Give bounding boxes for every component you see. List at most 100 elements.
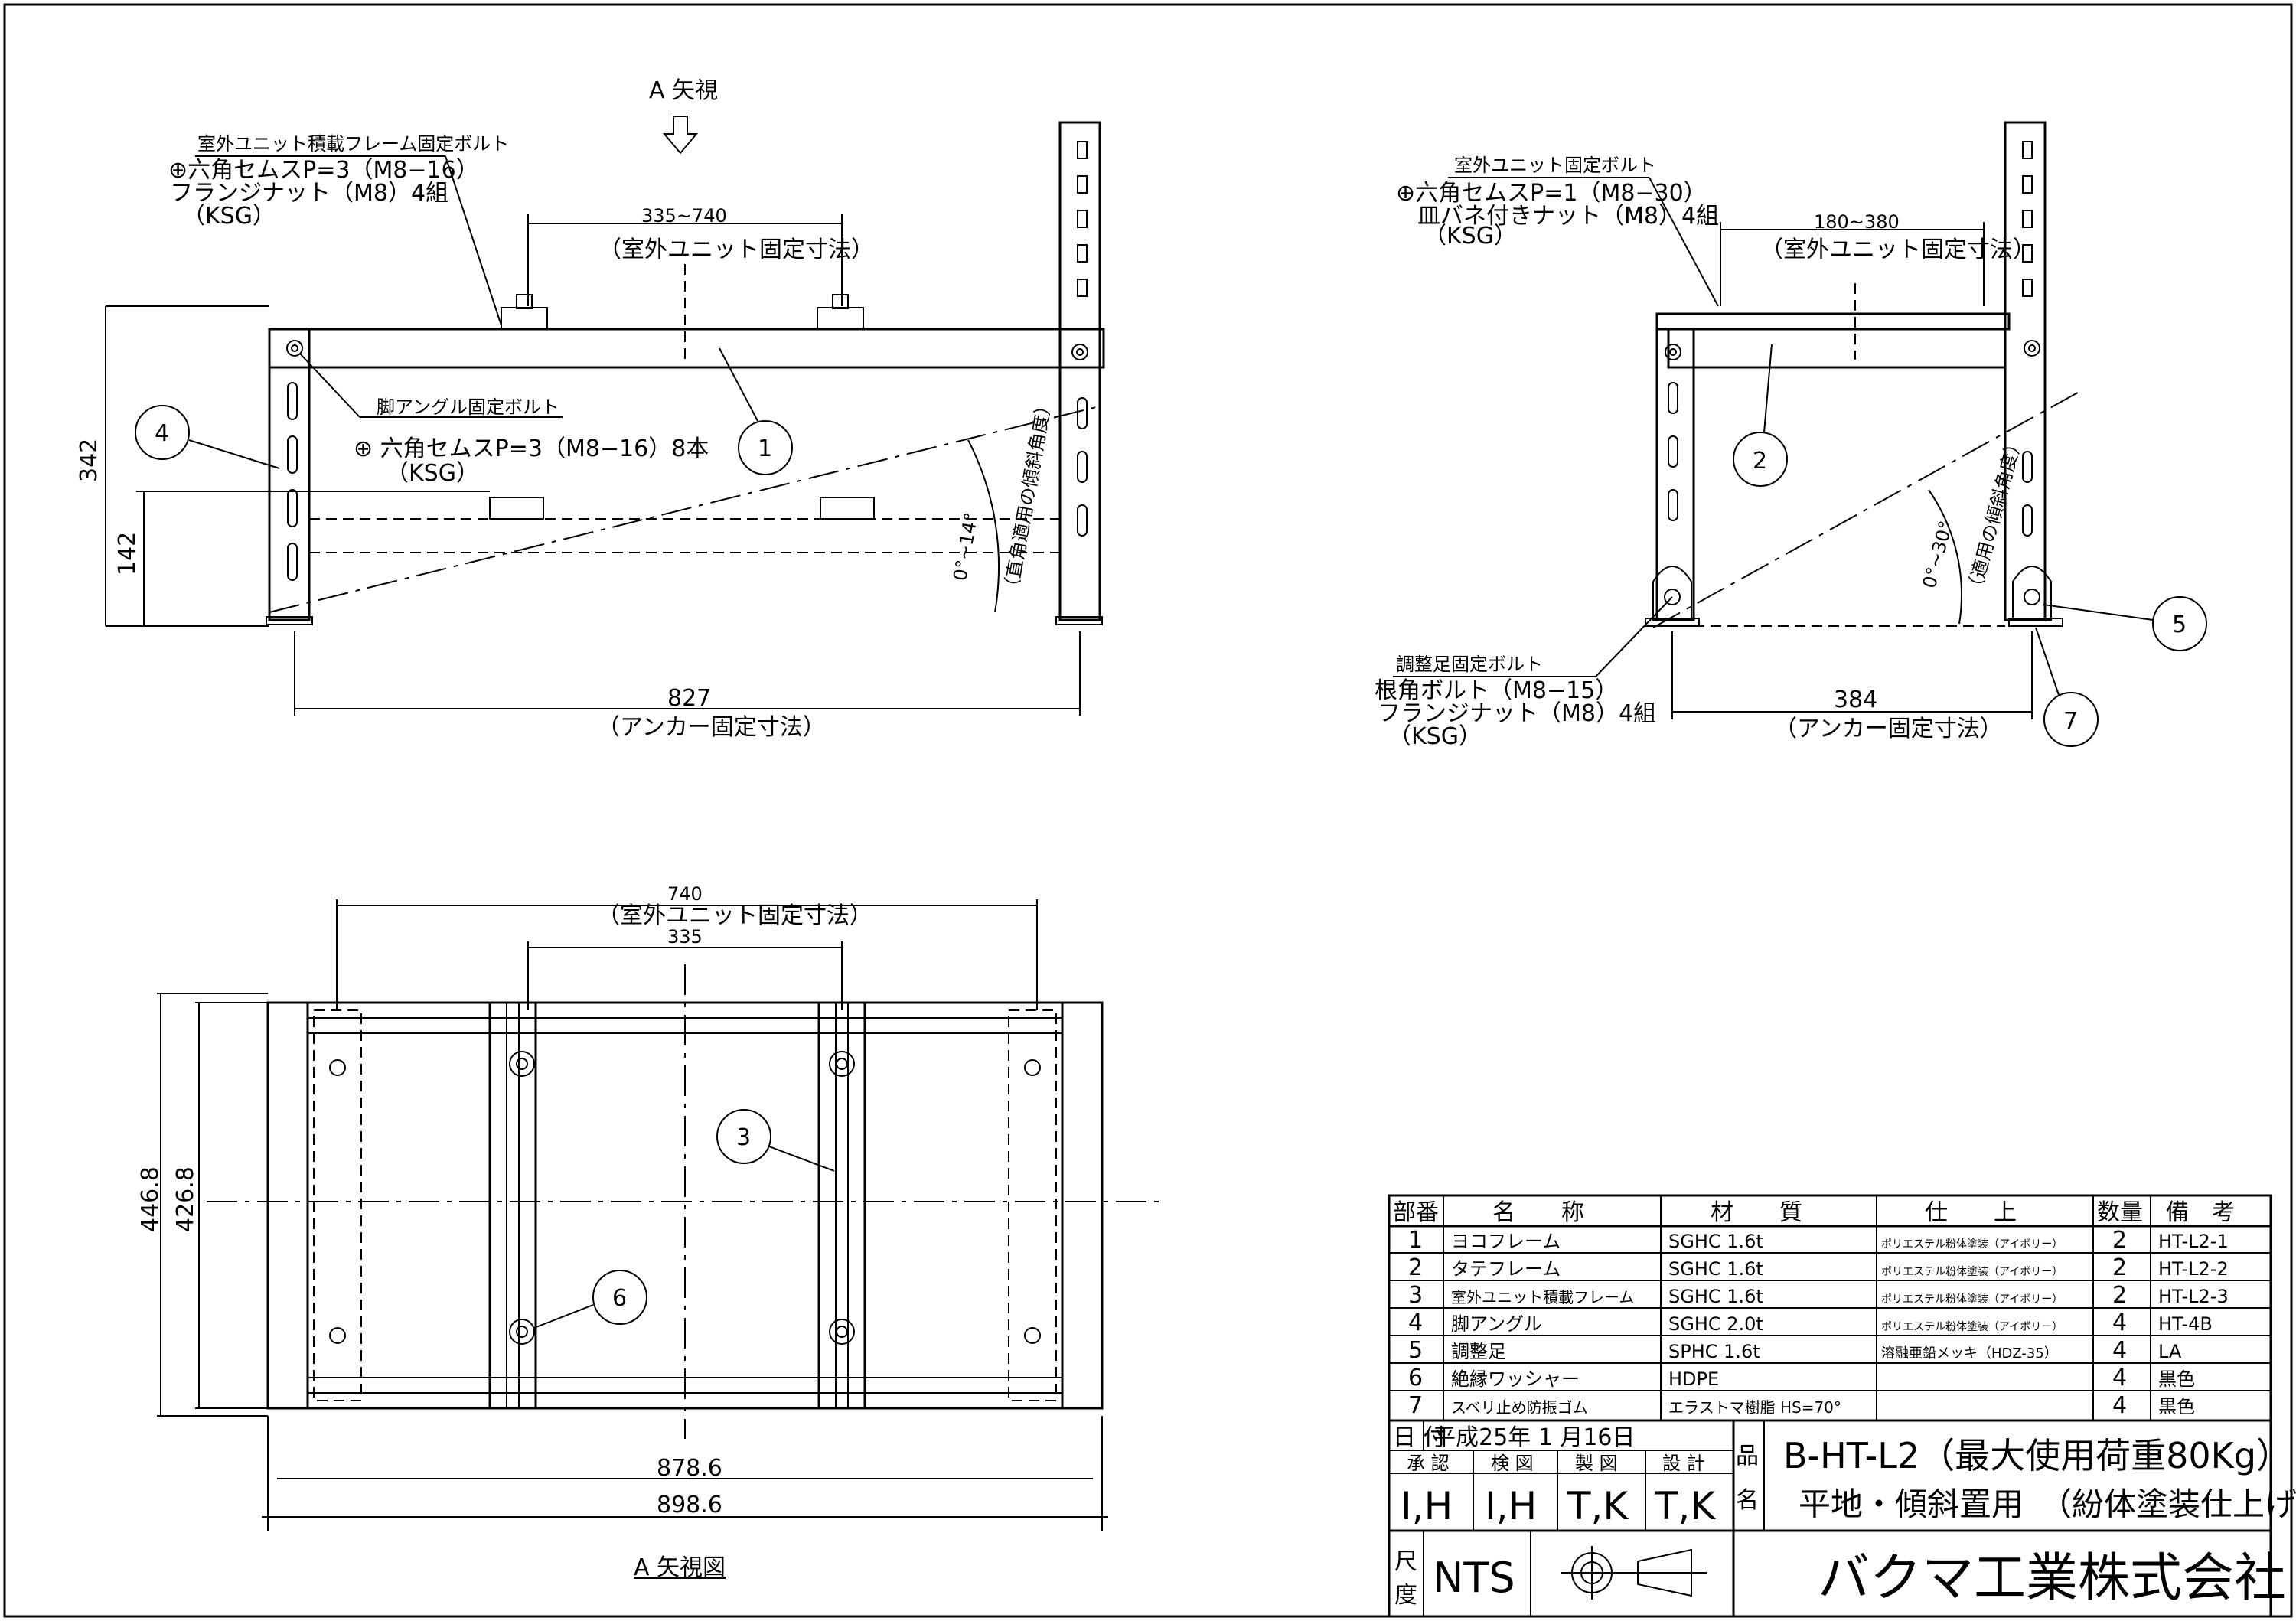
side-part-2: 2	[1753, 448, 1767, 475]
side-part-5: 5	[2172, 612, 2187, 638]
title-role-check: 検 図	[1491, 1453, 1534, 1474]
table-cell: 黒色	[2158, 1396, 2195, 1417]
side-bolt-title: 室外ユニット固定ボルト	[1454, 155, 1656, 176]
table-header-1: 名 称	[1492, 1199, 1584, 1226]
front-part-4: 4	[155, 420, 169, 447]
side-bolt-line1: ⊕六角セムスP=1（M8−30）	[1396, 180, 1707, 207]
front-bolt1-line1: ⊕六角セムスP=3（M8−16）	[168, 157, 479, 184]
top-dim-878: 878.6	[657, 1455, 722, 1482]
side-bolt-line3: （KSG）	[1424, 223, 1517, 250]
side-view: 室外ユニット固定ボルト ⊕六角セムスP=1（M8−30） 皿バネ付きナット（M8…	[1375, 121, 2207, 750]
table-cell: 絶縁ワッシャー	[1451, 1368, 1580, 1390]
front-bolt1-line2: フランジナット（M8）4組	[170, 180, 448, 207]
table-cell: LA	[2158, 1341, 2182, 1362]
front-bolt2-line2: （KSG）	[386, 460, 479, 487]
table-cell: 6	[1408, 1365, 1423, 1391]
side-dim-unit-label: （室外ユニット固定寸法）	[1760, 236, 2036, 263]
front-bolt1-line3: （KSG）	[182, 203, 276, 230]
top-view-caption: A 矢視図	[634, 1554, 726, 1581]
side-bolt-line2: 皿バネ付きナット（M8）4組	[1417, 203, 1719, 230]
table-cell: 4	[2112, 1310, 2127, 1336]
title-signer-draw: T,K	[1567, 1484, 1629, 1528]
front-part-1: 1	[758, 435, 772, 462]
table-row: 6 絶縁ワッシャー HDPE 4 黒色	[1408, 1365, 2195, 1391]
table-cell: 5	[1408, 1337, 1423, 1364]
title-date-label: 日 付	[1393, 1424, 1446, 1451]
front-dim-height: 342	[76, 439, 103, 482]
table-cell: ポリエステル粉体塗装（アイボリー）	[1881, 1238, 2063, 1251]
side-adj-line1: 根角ボルト（M8−15）	[1375, 677, 1618, 704]
side-part-7: 7	[2063, 708, 2078, 735]
parts-table: 部番 名 称 材 質 仕 上 数量 備 考 1 ヨコフレーム SGHC 1.6t…	[1388, 1194, 2272, 1422]
table-cell: 溶融亜鉛メッキ（HDZ-35）	[1881, 1345, 2058, 1362]
side-dim-unit: 180~380	[1814, 211, 1900, 233]
title-product-line2: 平地・傾斜置用 （紛体塗装仕上げ）	[1799, 1486, 2296, 1523]
table-cell: ポリエステル粉体塗装（アイボリー）	[1881, 1320, 2063, 1333]
title-signer-design: T,K	[1654, 1484, 1716, 1528]
table-cell: 脚アングル	[1451, 1313, 1542, 1335]
top-dim-740: 740	[667, 883, 703, 905]
side-dim-anchor: 384	[1834, 687, 1877, 713]
table-cell: ポリエステル粉体塗装（アイボリー）	[1881, 1265, 2063, 1278]
top-dim-898: 898.6	[657, 1492, 722, 1518]
table-header-2: 材 質	[1711, 1199, 1802, 1226]
side-angle: 0°~30°	[1919, 518, 1957, 590]
table-cell: タテフレーム	[1451, 1258, 1561, 1280]
side-adj-line2: フランジナット（M8）4組	[1378, 700, 1656, 727]
title-block: 日 付 平成25年 1 月16日 承 認 検 図 製 図 設 計 I,H I,H…	[1388, 1419, 2296, 1618]
table-cell: HT-L2-2	[2158, 1258, 2229, 1280]
front-angle: 0°~14°	[949, 511, 982, 582]
front-dim-unit-label: （室外ユニット固定寸法）	[598, 236, 874, 263]
table-cell: スベリ止め防振ゴム	[1451, 1398, 1588, 1417]
table-row: 5 調整足 SPHC 1.6t 溶融亜鉛メッキ（HDZ-35） 4 LA	[1408, 1337, 2182, 1364]
table-cell: 室外ユニット積載フレーム	[1451, 1288, 1634, 1306]
table-cell: SPHC 1.6t	[1668, 1341, 1760, 1362]
side-adj-line3: （KSG）	[1388, 723, 1482, 750]
front-dim-anchor: 827	[667, 685, 711, 712]
table-cell: 4	[1408, 1310, 1423, 1336]
front-view: A 矢視 室外ユニット積載フレーム固定ボルト ⊕六角セムスP=3（M8−16） …	[76, 77, 1105, 741]
table-cell: SGHC 1.6t	[1668, 1258, 1763, 1280]
title-scale-value: NTS	[1433, 1554, 1515, 1602]
top-dim-740-label: （室外ユニット固定寸法）	[597, 902, 872, 929]
table-cell: SGHC 1.6t	[1668, 1231, 1763, 1252]
title-mei-label: 名	[1736, 1487, 1759, 1514]
table-header-0: 部番	[1393, 1199, 1439, 1226]
table-cell: SGHC 2.0t	[1668, 1313, 1763, 1335]
title-role-design: 設 計	[1662, 1453, 1705, 1474]
table-row: 7 スベリ止め防振ゴム エラストマ樹脂 HS=70° 4 黒色	[1408, 1392, 2195, 1419]
table-cell: 2	[2112, 1282, 2127, 1309]
table-cell: HT-4B	[2158, 1313, 2213, 1335]
title-signer-check: I,H	[1485, 1484, 1537, 1528]
top-part-6: 6	[612, 1285, 627, 1312]
top-dim-426: 426.8	[172, 1166, 199, 1232]
front-bolt1-title: 室外ユニット積載フレーム固定ボルト	[197, 133, 509, 155]
title-scale-label2: 度	[1394, 1582, 1417, 1609]
table-cell: 1	[1408, 1227, 1423, 1254]
table-header-5: 備 考	[2166, 1199, 2235, 1226]
view-arrow-icon	[662, 116, 699, 155]
side-dim-anchor-label: （アンカー固定寸法）	[1774, 716, 2003, 742]
front-dim-unit: 335~740	[641, 205, 727, 227]
table-cell: エラストマ樹脂 HS=70°	[1668, 1398, 1841, 1417]
side-angle-label: （適用の傾斜角度）	[1963, 433, 2027, 598]
table-cell: HDPE	[1668, 1368, 1719, 1390]
projection-symbol-icon	[1561, 1546, 1707, 1600]
table-header-4: 数量	[2097, 1199, 2143, 1226]
table-row: 2 タテフレーム SGHC 1.6t ポリエステル粉体塗装（アイボリー） 2 H…	[1408, 1254, 2229, 1281]
table-cell: 4	[2112, 1365, 2127, 1391]
title-role-draw: 製 図	[1575, 1453, 1618, 1474]
title-product-line1: B-HT-L2（最大使用荷重80Kg）	[1783, 1435, 2291, 1476]
top-dim-335: 335	[667, 926, 703, 947]
front-bolt2-title: 脚アングル固定ボルト	[377, 396, 559, 418]
front-dim-anchor-label: （アンカー固定寸法）	[597, 714, 826, 741]
table-row: 3 室外ユニット積載フレーム SGHC 1.6t ポリエステル粉体塗装（アイボリ…	[1408, 1282, 2229, 1309]
table-cell: 2	[1408, 1254, 1423, 1281]
title-scale-label1: 尺	[1394, 1548, 1417, 1575]
top-dim-446: 446.8	[137, 1166, 164, 1232]
title-date-value: 平成25年 1 月16日	[1433, 1424, 1636, 1451]
table-cell: HT-L2-1	[2158, 1231, 2229, 1252]
table-cell: 7	[1408, 1392, 1423, 1419]
table-cell: ヨコフレーム	[1451, 1231, 1561, 1252]
